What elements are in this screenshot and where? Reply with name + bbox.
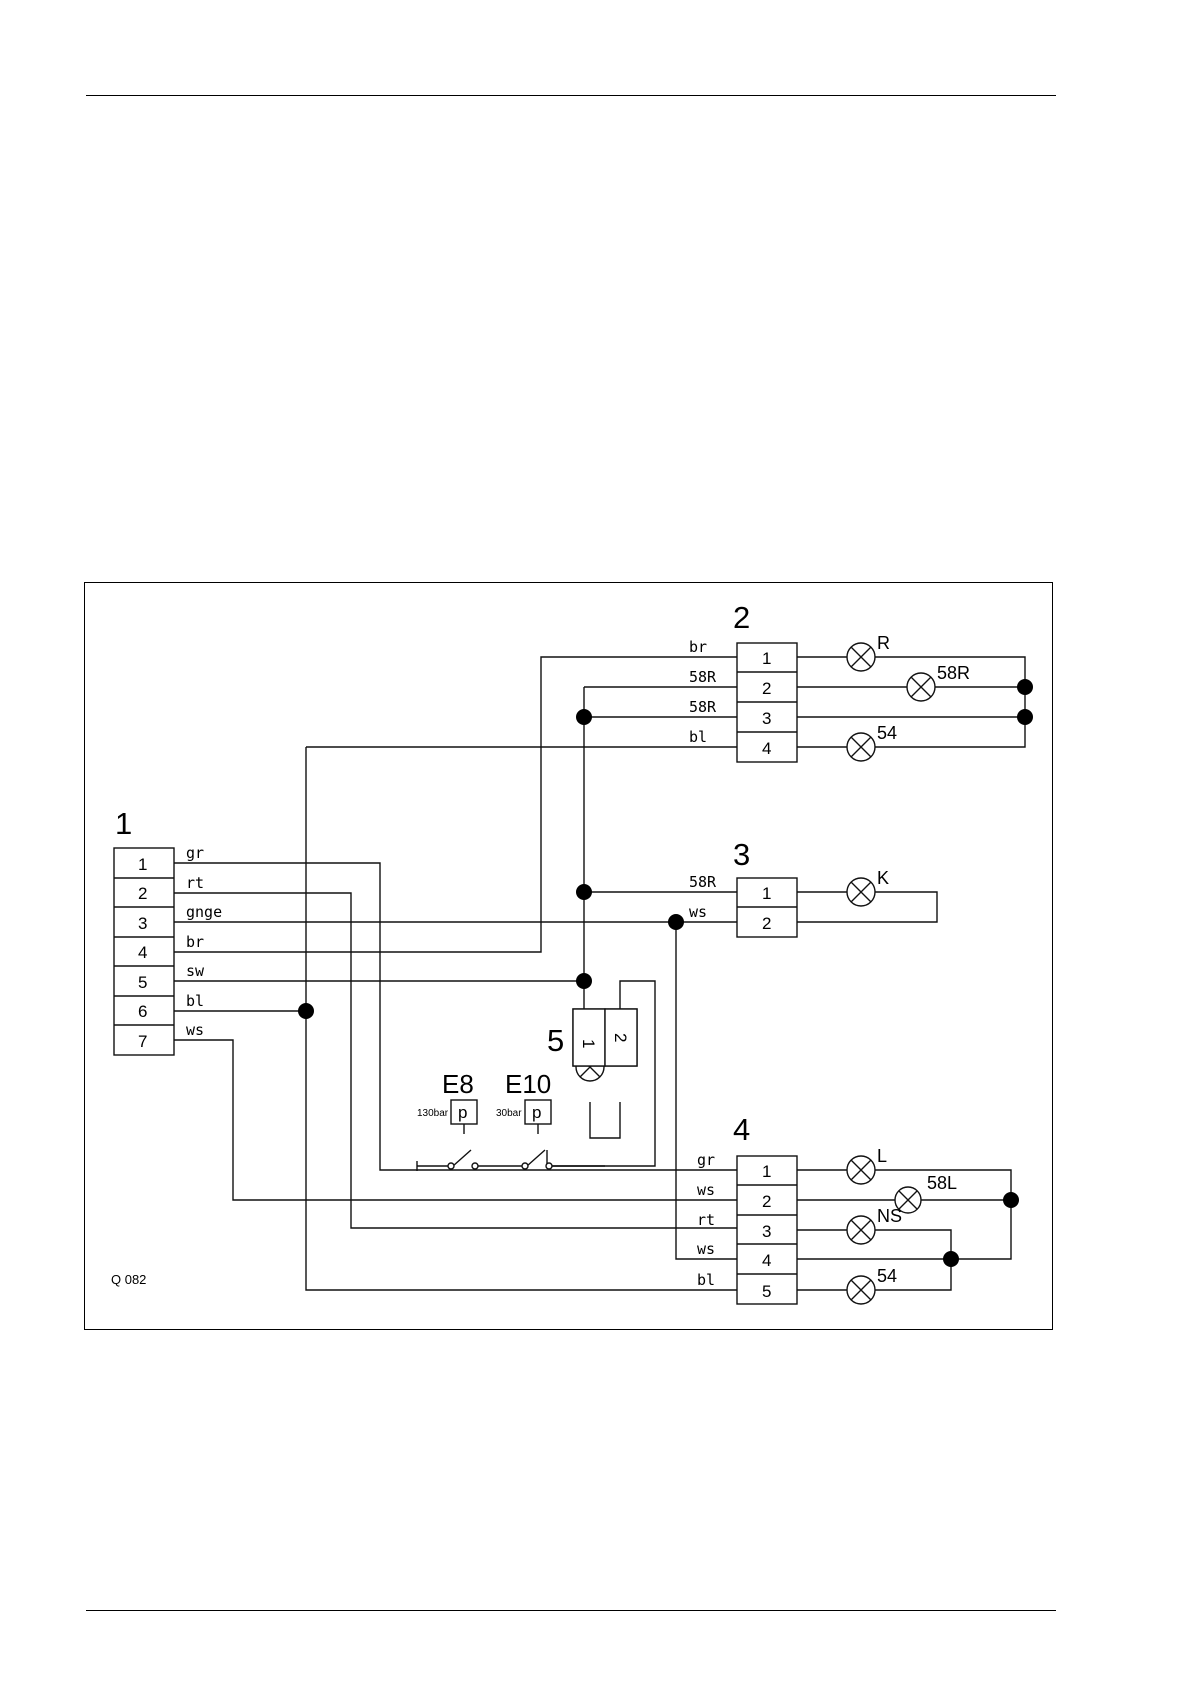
wire-label: ws: [697, 1181, 715, 1199]
junction-dots: [298, 679, 1033, 1267]
wire-label: gnge: [186, 903, 222, 921]
pin-label: 1: [579, 1039, 598, 1048]
wire-label: bl: [697, 1271, 715, 1289]
wire-label: gr: [186, 844, 204, 862]
pin-label: 4: [762, 1251, 771, 1270]
pin-label: 2: [762, 1192, 771, 1211]
junction-dot: [668, 914, 684, 930]
wire-label: bl: [186, 992, 204, 1010]
wire-rt: [174, 893, 737, 1228]
junction-dot: [1017, 709, 1033, 725]
switch-e8-label: E8: [442, 1069, 474, 1099]
lamp-label: R: [877, 633, 890, 653]
pin-label: 4: [138, 943, 147, 962]
pin-label: 1: [762, 649, 771, 668]
pin-label: 6: [138, 1002, 147, 1021]
wire-label: rt: [697, 1211, 715, 1229]
wire-label: 58R: [689, 873, 717, 891]
header-rule: [86, 95, 1056, 96]
switch-e8-symbol: p: [458, 1103, 467, 1122]
lamp-icon: [847, 733, 875, 761]
pin-label: 2: [762, 679, 771, 698]
wire-label: 58R: [689, 668, 717, 686]
connector-3-label: 3: [733, 837, 750, 872]
junction-dot: [576, 973, 592, 989]
footer-rule: [86, 1610, 1056, 1611]
junction-dot: [1003, 1192, 1019, 1208]
switch-e10-rating: 30bar: [496, 1108, 522, 1119]
pin-label: 3: [138, 914, 147, 933]
lamp-label: 58L: [927, 1173, 957, 1193]
lamp-label: L: [877, 1146, 887, 1166]
junction-dot: [298, 1003, 314, 1019]
pin-label: 2: [138, 884, 147, 903]
switch-e10-label: E10: [505, 1069, 551, 1099]
wire-br: [174, 657, 737, 952]
lamp-icon: [847, 1156, 875, 1184]
pin-label: 5: [762, 1282, 771, 1301]
pin-label: 2: [762, 914, 771, 933]
wire-ws-c4: [676, 922, 737, 1259]
lamp-label: NS: [877, 1206, 902, 1226]
pin-label: 1: [762, 1162, 771, 1181]
wire-label: rt: [186, 874, 204, 892]
wire-label: br: [186, 933, 204, 951]
wire-label: ws: [697, 1240, 715, 1258]
pin-label: 7: [138, 1032, 147, 1051]
connector-5-label: 5: [547, 1023, 564, 1058]
lamp-icon: [847, 878, 875, 906]
lamp-icon: [847, 643, 875, 671]
lamp-label: 54: [877, 723, 897, 743]
lamp-icon: [907, 673, 935, 701]
connector-4-label: 4: [733, 1112, 750, 1147]
connector-2-label: 2: [733, 600, 750, 635]
wire-label: 58R: [689, 698, 717, 716]
lamp-icon: [847, 1276, 875, 1304]
connector-1-label: 1: [115, 806, 132, 841]
figure-reference: Q 082: [111, 1272, 146, 1287]
wire-bl-bus: [306, 747, 737, 1290]
wire-label: ws: [186, 1021, 204, 1039]
pin-label: 2: [611, 1033, 630, 1042]
wiring-diagram-svg: 1 2 3 4 5 1 2 3 4 5 6 7 gr rt gnge br sw…: [85, 583, 1052, 1329]
junction-dot: [943, 1251, 959, 1267]
wire-label: ws: [689, 903, 707, 921]
pin-label: 1: [762, 884, 771, 903]
wire-label: gr: [697, 1151, 715, 1169]
pin-label: 3: [762, 1222, 771, 1241]
lamp-icon: [847, 1216, 875, 1244]
wiring-diagram: 1 2 3 4 5 1 2 3 4 5 6 7 gr rt gnge br sw…: [84, 582, 1053, 1330]
lamp-label: K: [877, 868, 889, 888]
junction-dot: [576, 884, 592, 900]
pin-label: 1: [138, 855, 147, 874]
wire-label: bl: [689, 728, 707, 746]
switch-e10-symbol: p: [532, 1103, 541, 1122]
junction-dot: [1017, 679, 1033, 695]
lamp-label: 54: [877, 1266, 897, 1286]
junction-dot: [576, 709, 592, 725]
switch-e8-rating: 130bar: [417, 1108, 449, 1119]
wire-label: sw: [186, 962, 205, 980]
lamp-label: 58R: [937, 663, 970, 683]
pin-label: 3: [762, 709, 771, 728]
pin-label: 5: [138, 973, 147, 992]
pin-label: 4: [762, 739, 771, 758]
wire-label: br: [689, 638, 707, 656]
